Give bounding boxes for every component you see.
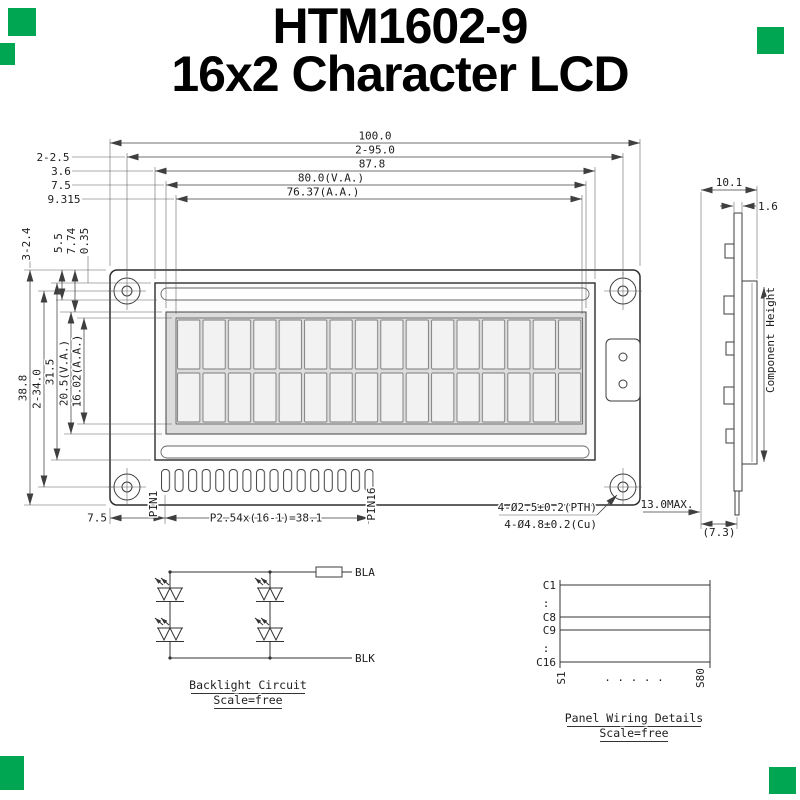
dim-bezel-width: 87.8 <box>359 158 386 171</box>
dim-top-a: 5.5 <box>52 233 65 253</box>
dim-pin-offset: 7.5 <box>87 512 107 525</box>
dim-overall-width: 100.0 <box>358 130 391 143</box>
panel-wiring-details: C1 C8 C9 C16 : : S1 S80 . . . . . Panel … <box>535 578 711 742</box>
mounting-hole-bottom-left <box>108 468 146 506</box>
part-number: HTM1602-9 <box>272 0 529 54</box>
dim-va-height: 20.5(V.A.) <box>58 340 71 406</box>
mounting-hole-bottom-right <box>604 468 642 506</box>
side-component <box>723 295 735 315</box>
dim-aa-width: 76.37(A.A.) <box>287 186 360 199</box>
ellipsis-vertical: : <box>543 642 550 655</box>
s80-label: S80 <box>694 668 707 688</box>
dim-pin-pitch: P2.54x(16-1)=38.1 <box>210 512 323 525</box>
ellipsis-vertical: : <box>543 597 550 610</box>
mounting-hole-top-left <box>108 272 146 310</box>
dim-hole-spacing-h: 2-95.0 <box>355 144 395 157</box>
resistor-symbol <box>315 566 343 578</box>
dim-max-height: 13.0MAX. <box>641 498 694 511</box>
front-view <box>108 269 642 506</box>
side-component <box>724 243 735 259</box>
s1-label: S1 <box>555 671 568 684</box>
backlight-caption: Backlight Circuit <box>189 678 307 692</box>
bla-label: BLA <box>355 566 375 579</box>
side-component <box>725 341 735 356</box>
side-component <box>725 428 735 444</box>
registration-mark-top-left <box>8 8 36 36</box>
dimensions-bottom: 7.5 P2.54x(16-1)=38.1 PIN1 PIN16 4-Ø2.5±… <box>86 486 618 533</box>
registration-mark-bottom-right <box>769 767 796 794</box>
pin16-label: PIN16 <box>365 487 378 520</box>
dim-depth: 10.1 <box>716 176 743 189</box>
dim-overall-height: 38.8 <box>17 375 30 402</box>
side-component <box>723 386 735 405</box>
dim-hole-diameter: 2-2.5 <box>36 151 69 164</box>
dim-left-3: 9.315 <box>47 193 80 206</box>
mounting-hole-top-right <box>604 272 642 310</box>
dim-top-c: 0.35 <box>78 228 91 255</box>
backlight-scale: Scale=free <box>213 693 282 707</box>
side-pcb <box>733 212 743 492</box>
dim-corner: 3-2.4 <box>20 227 33 260</box>
registration-mark-left-edge <box>0 43 15 65</box>
dimensions-left: 38.8 2-34.0 31.5 20.5(V.A.) 16.02(A.A.) … <box>15 226 172 506</box>
dim-left-1: 3.6 <box>51 165 71 178</box>
pin1-label: PIN1 <box>147 491 160 518</box>
dim-hole-spacing-v: 2-34.0 <box>31 369 44 409</box>
wiring-caption: Panel Wiring Details <box>565 711 703 725</box>
dimensions-top: 100.0 2-95.0 87.8 80.0(V.A.) 76.37(A.A.)… <box>35 128 641 314</box>
pin-row <box>161 469 374 493</box>
dim-bezel-height: 31.5 <box>44 359 57 386</box>
row-label-c9: C9 <box>543 624 556 637</box>
component-height-label: Component Height <box>764 287 777 393</box>
dim-left-2: 7.5 <box>51 179 71 192</box>
bottom-gasket <box>160 445 590 459</box>
dim-va-width: 80.0(V.A.) <box>298 172 364 185</box>
registration-mark-bottom-left <box>0 756 24 790</box>
page-title: HTM1602-9 16x2 Character LCD <box>0 0 800 102</box>
note-cu: 4-Ø4.8±0.2(Cu) <box>504 518 597 531</box>
dim-top-b: 7.74 <box>65 227 78 254</box>
dim-aa-height: 16.02(A.A.) <box>71 335 84 408</box>
backlight-circuit: BLA BLK Backlight Circuit Scale=free <box>155 565 377 709</box>
top-gasket <box>160 287 590 301</box>
wiring-scale: Scale=free <box>599 726 668 740</box>
row-label-c1: C1 <box>543 579 556 592</box>
blk-label: BLK <box>355 652 375 665</box>
side-view: 10.1 1.6 Component Height 13.0MAX. (7.3) <box>639 175 779 541</box>
row-label-c8: C8 <box>543 611 556 624</box>
backlight-tab <box>605 338 641 402</box>
part-description: 16x2 Character LCD <box>171 46 629 102</box>
ellipsis-horizontal: . . . . . <box>604 671 664 684</box>
character-grid <box>175 317 583 425</box>
dim-pin-length: (7.3) <box>702 526 735 539</box>
side-lcd <box>741 280 758 465</box>
note-pth: 4-Ø2.5±0.2(PTH) <box>498 501 597 514</box>
registration-mark-top-right <box>757 27 784 54</box>
side-pin <box>734 490 740 516</box>
dim-pcb-thickness: 1.6 <box>758 200 778 213</box>
row-label-c16: C16 <box>536 656 556 669</box>
